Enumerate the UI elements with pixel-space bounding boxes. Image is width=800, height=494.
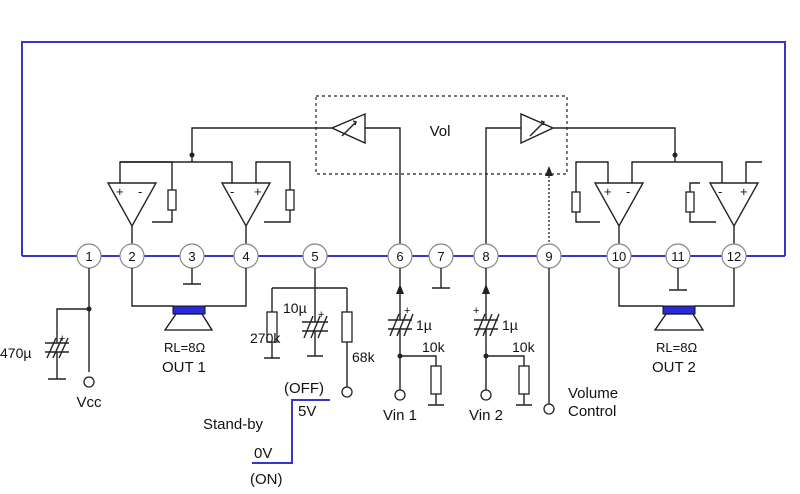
- svg-text:+: +: [404, 305, 410, 317]
- pin-1: 1: [85, 249, 92, 264]
- r10-left-label: 10k: [422, 339, 446, 355]
- pin-6: 6: [396, 249, 403, 264]
- pin-10: 10: [612, 249, 626, 264]
- out2-label: OUT 2: [652, 359, 696, 376]
- svg-text:-: -: [230, 184, 234, 199]
- pin-9: 9: [545, 249, 552, 264]
- pin-8: 8: [482, 249, 489, 264]
- vin2-network: +: [473, 268, 532, 406]
- standby-label: Stand-by: [203, 416, 264, 433]
- power-amp-a: + -: [106, 161, 192, 246]
- svg-text:+: +: [254, 184, 262, 199]
- standby-5v: 5V: [298, 403, 316, 420]
- svg-text:+: +: [116, 184, 124, 199]
- r10-right-label: 10k: [512, 339, 536, 355]
- volume-amp-right: [520, 112, 555, 145]
- speaker-right: [618, 268, 735, 331]
- svg-text:+: +: [604, 184, 612, 199]
- standby-0v: 0V: [254, 445, 272, 462]
- pin-2: 2: [128, 249, 135, 264]
- pin-11: 11: [671, 249, 685, 264]
- vin2-label: Vin 2: [469, 407, 503, 424]
- r270-label: 270k: [250, 330, 281, 346]
- speaker-left: [131, 268, 247, 331]
- svg-text:+: +: [473, 305, 479, 317]
- pins: [76, 243, 747, 269]
- capacitor-470: + 470µ: [0, 268, 92, 380]
- power-amp-c: + -: [571, 161, 675, 246]
- svg-text:+: +: [740, 184, 748, 199]
- pin-3: 3: [188, 249, 195, 264]
- pin-4: 4: [242, 249, 249, 264]
- rl-right: RL=8Ω: [656, 340, 697, 355]
- svg-text:-: -: [626, 184, 630, 199]
- rl-left: RL=8Ω: [164, 340, 205, 355]
- pin-5: 5: [311, 249, 318, 264]
- pin-12: 12: [727, 249, 741, 264]
- power-amp-d: - +: [675, 161, 762, 246]
- volume-label-2: Control: [568, 403, 616, 420]
- svg-text:470µ: 470µ: [0, 345, 31, 361]
- standby-waveform: [252, 399, 330, 464]
- standby-on: (ON): [250, 471, 283, 488]
- svg-text:-: -: [718, 184, 722, 199]
- svg-text:+: +: [59, 333, 65, 345]
- standby-network: +: [264, 268, 353, 398]
- vcc-label: Vcc: [76, 394, 102, 411]
- vol-label: Vol: [430, 123, 451, 140]
- pin-7: 7: [437, 249, 444, 264]
- volume-amp-left: [330, 112, 366, 145]
- c10-label: 10µ: [283, 300, 307, 316]
- volume-block: [315, 95, 568, 175]
- r68-label: 68k: [352, 349, 376, 365]
- svg-text:+: +: [318, 309, 324, 321]
- vin1-label: Vin 1: [383, 407, 417, 424]
- standby-off: (OFF): [284, 380, 324, 397]
- volume-terminal: [543, 403, 555, 415]
- power-amp-b: - +: [192, 161, 295, 246]
- svg-text:-: -: [138, 184, 142, 199]
- vcc-terminal: [83, 376, 95, 388]
- c1-left-label: 1µ: [416, 317, 432, 333]
- c1-right-label: 1µ: [502, 317, 518, 333]
- volume-label-1: Volume: [568, 385, 618, 402]
- out1-label: OUT 1: [162, 359, 206, 376]
- vin1-network: +: [388, 268, 444, 406]
- ic-outline: [21, 41, 786, 256]
